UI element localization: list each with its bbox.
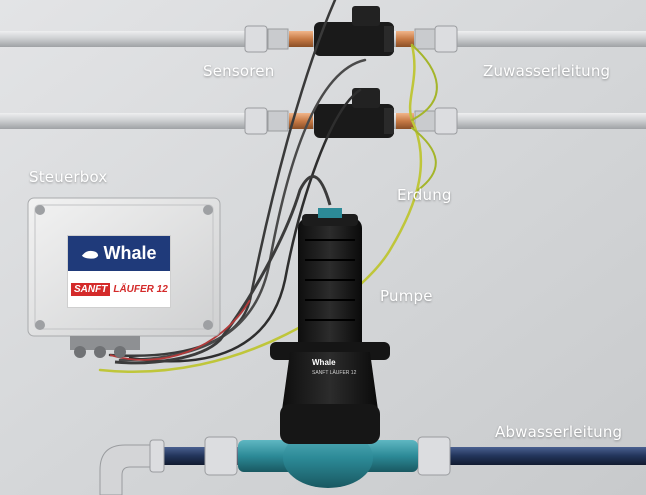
label-waste-water-line: Abwasserleitung [495,423,623,441]
pump-brand: Whale [312,358,336,367]
label-grounding: Erdung [397,186,452,204]
control-box-logo: Whale SANFT LÄUFER 12 [67,235,171,308]
sensor-lower [314,88,394,138]
brand-name: Whale [103,243,157,263]
product-word2: LÄUFER 12 [113,283,168,295]
waste-water-pipe [99,428,646,495]
whale-icon [82,250,99,259]
pump-cable-red [109,299,251,361]
label-sensors: Sensoren [203,62,275,80]
pump-product: SANFT LÄUFER 12 [312,370,357,376]
label-fresh-water-line: Zuwasserleitung [483,62,611,80]
pump [270,208,390,444]
pump-cable [114,175,332,365]
label-control-box: Steuerbox [29,168,108,186]
product-word1: SANFT [71,282,111,296]
grounding-cable [98,43,438,373]
label-pump: Pumpe [380,287,433,305]
sensor-upper [314,6,394,56]
